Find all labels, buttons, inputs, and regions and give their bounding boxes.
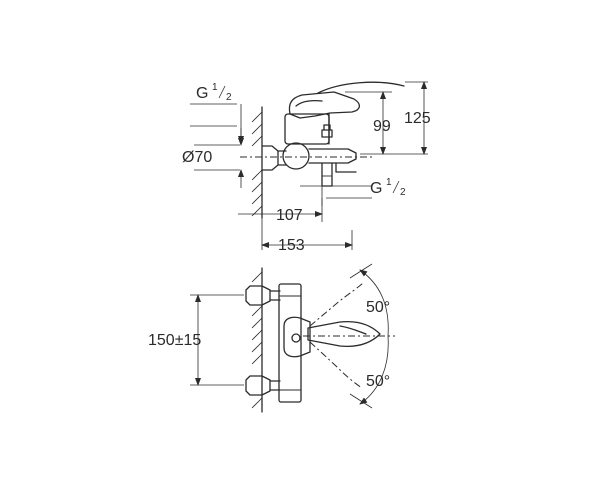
spout (321, 162, 357, 187)
front-connection-lower (245, 375, 281, 396)
thread-top-dimension: G 1 2 (190, 82, 244, 144)
wall-hatch (251, 111, 263, 217)
side-view: G 1 2 Ø70 G 1 2 99 (182, 81, 431, 254)
width-153-dimension: 153 (261, 230, 353, 254)
thread-bottom-den: 2 (400, 187, 406, 198)
width-107-label: 107 (276, 207, 303, 224)
front-lever (307, 320, 381, 348)
wall-connection (261, 145, 287, 171)
lever-ghost-down (309, 341, 363, 389)
lever-ghost-up (309, 281, 365, 327)
width-107-dimension: 107 (238, 198, 323, 250)
angle-top-label: 50° (366, 299, 390, 316)
thread-bottom-dimension: G 1 2 (300, 177, 406, 206)
spacing-150-dimension: 150±15 (148, 294, 244, 386)
height-125-label: 125 (404, 110, 431, 127)
diameter-dimension: Ø70 (182, 128, 244, 188)
mixer-body (282, 113, 357, 170)
diameter-label: Ø70 (182, 149, 212, 166)
height-99-label: 99 (373, 118, 391, 135)
height-99-dimension: 99 (345, 91, 392, 155)
front-mixer-body (278, 283, 311, 403)
spacing-150-label: 150±15 (148, 332, 201, 349)
width-153-label: 153 (278, 237, 305, 254)
lever-arc (317, 81, 405, 94)
thread-bottom-num: 1 (386, 177, 392, 188)
angle-bottom-label: 50° (366, 373, 390, 390)
angle-arcs (349, 263, 389, 409)
thread-top-main: G (196, 85, 208, 102)
thread-top-den: 2 (226, 92, 232, 103)
thread-top-num: 1 (212, 82, 218, 93)
front-view: 50° 50° 150±15 (148, 263, 395, 413)
front-connection-upper (245, 285, 281, 306)
front-wall-hatch (251, 271, 263, 409)
height-125-dimension: 125 (392, 81, 431, 155)
thread-bottom-main: G (370, 180, 382, 197)
lever-handle (288, 91, 361, 119)
